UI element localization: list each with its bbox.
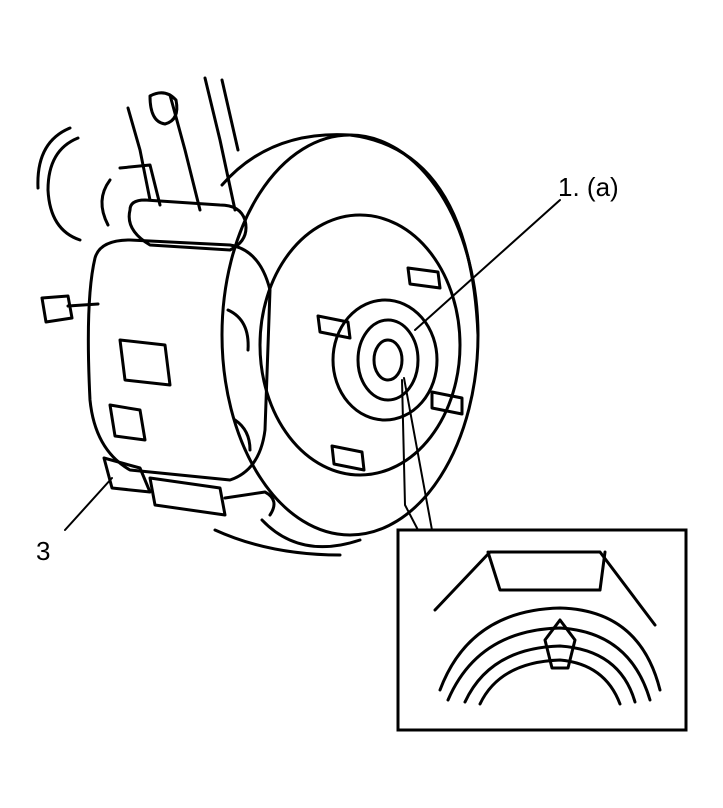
detail-leader-left	[401, 379, 419, 531]
callout-1-label: 1. (a)	[558, 172, 619, 202]
callout-leaders	[64, 199, 561, 531]
callout-1-leader	[414, 199, 561, 331]
staked-nut-detail	[433, 550, 662, 706]
detail-inset	[396, 528, 688, 732]
wheel-stud	[330, 444, 366, 472]
wheel-stud	[406, 266, 442, 290]
wheel-studs	[316, 266, 464, 472]
wheel-stud	[316, 314, 352, 340]
callout-3-leader	[64, 477, 113, 531]
brake-caliper	[40, 198, 272, 482]
strut-assembly	[100, 76, 240, 227]
detail-leader-right	[403, 377, 433, 531]
hub-face	[258, 213, 462, 477]
caliper-lower-bolt	[102, 456, 276, 517]
wheel-stud	[430, 390, 464, 416]
brake-disc	[213, 133, 480, 557]
callout-3-label: 3	[36, 536, 50, 566]
brake-hose	[36, 126, 82, 242]
